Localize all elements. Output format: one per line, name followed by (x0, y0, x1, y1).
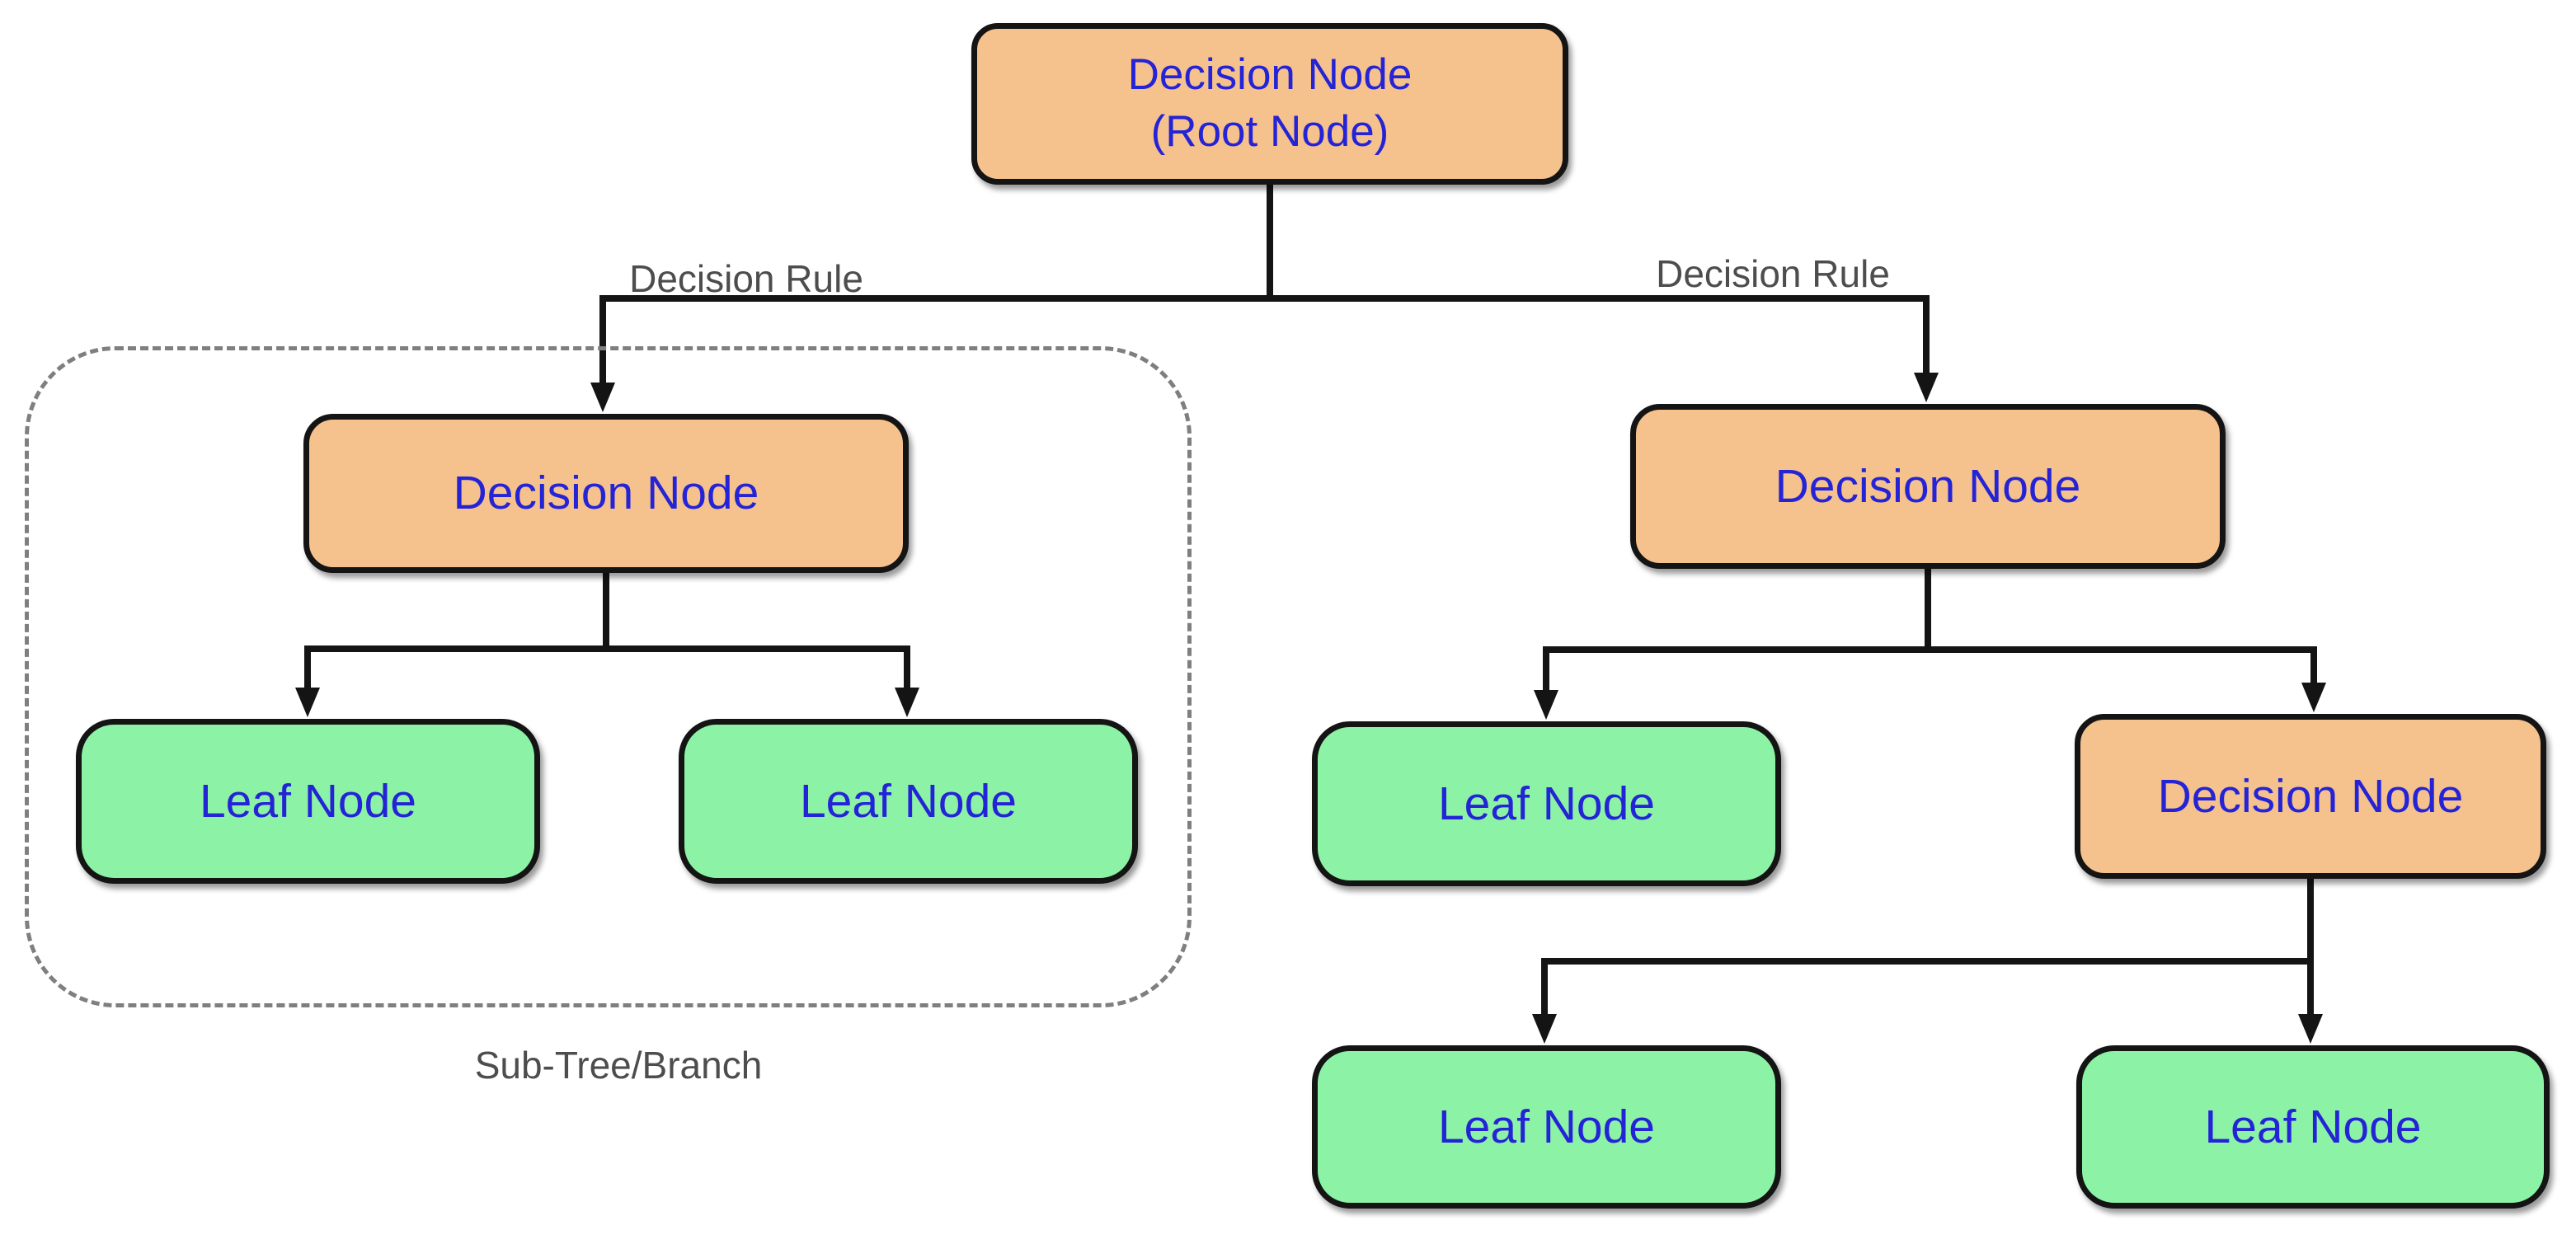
node-root-label-line2: (Root Node) (1150, 107, 1389, 156)
arrowhead-right-decision (1914, 373, 1939, 402)
node-root-label-line1: Decision Node (1127, 50, 1413, 100)
node-left-leaf-1-label: Leaf Node (199, 774, 417, 828)
node-left-leaf-2: Leaf Node (679, 719, 1138, 884)
arrowhead-left-leaf-1 (295, 688, 320, 717)
node-right-sub-decision-label: Decision Node (2157, 769, 2464, 823)
edge-sub-decision-split (1541, 877, 2314, 1017)
node-root-decision: Decision Node (Root Node) (971, 23, 1568, 185)
node-left-leaf-1: Leaf Node (76, 719, 540, 884)
node-bottom-leaf-2-label: Leaf Node (2204, 1100, 2422, 1153)
edge-root-split (599, 181, 1930, 386)
node-right-decision-label: Decision Node (1775, 459, 2081, 513)
arrowhead-bottom-leaf-2 (2298, 1014, 2323, 1044)
node-right-leaf-label: Leaf Node (1437, 777, 1656, 830)
node-bottom-leaf-2: Leaf Node (2076, 1045, 2550, 1209)
subtree-branch-label: Sub-Tree/Branch (474, 1044, 763, 1087)
arrowhead-right-leaf (1534, 690, 1558, 720)
arrowhead-right-sub-decision (2301, 683, 2326, 712)
node-right-sub-decision: Decision Node (2075, 714, 2546, 879)
node-right-leaf: Leaf Node (1312, 721, 1781, 886)
arrowhead-left-decision (590, 383, 615, 412)
node-bottom-leaf-1-label: Leaf Node (1437, 1100, 1656, 1153)
edge-right-split (1543, 567, 2317, 693)
node-bottom-leaf-1: Leaf Node (1312, 1045, 1781, 1209)
subtree-dashed-outline (25, 346, 1192, 1007)
node-left-leaf-2-label: Leaf Node (799, 774, 1018, 828)
edge-left-split (304, 570, 910, 691)
decision-rule-label-left: Decision Rule (629, 257, 863, 300)
node-left-decision-label: Decision Node (453, 467, 759, 520)
arrowhead-bottom-leaf-1 (1532, 1014, 1557, 1044)
decision-rule-label-right: Decision Rule (1656, 252, 1890, 295)
node-left-decision: Decision Node (303, 414, 909, 573)
node-right-decision: Decision Node (1630, 404, 2226, 569)
arrowhead-left-leaf-2 (895, 688, 919, 717)
